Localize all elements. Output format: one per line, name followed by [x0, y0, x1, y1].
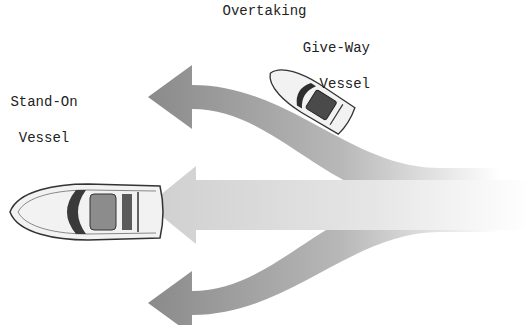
boat-seat: [90, 194, 116, 230]
boat-seat: [305, 89, 337, 120]
boat-seat: [122, 194, 132, 230]
boat-stripe: [330, 104, 343, 124]
boat-stripe: [137, 192, 139, 232]
vessel-label: Stand-On Vessel: [2, 84, 86, 156]
stand-on-boat: [10, 184, 163, 240]
diagram-title: Overtaking: [0, 3, 529, 19]
course-straight-arrow: [148, 166, 529, 244]
vessel-label: Give-Way Vessel: [286, 30, 370, 102]
give-way-boat: [261, 59, 357, 136]
boat-hull: [261, 59, 357, 136]
boat-deck-line: [18, 190, 156, 234]
boat-hull: [10, 184, 163, 240]
boat-windshield: [67, 190, 86, 234]
